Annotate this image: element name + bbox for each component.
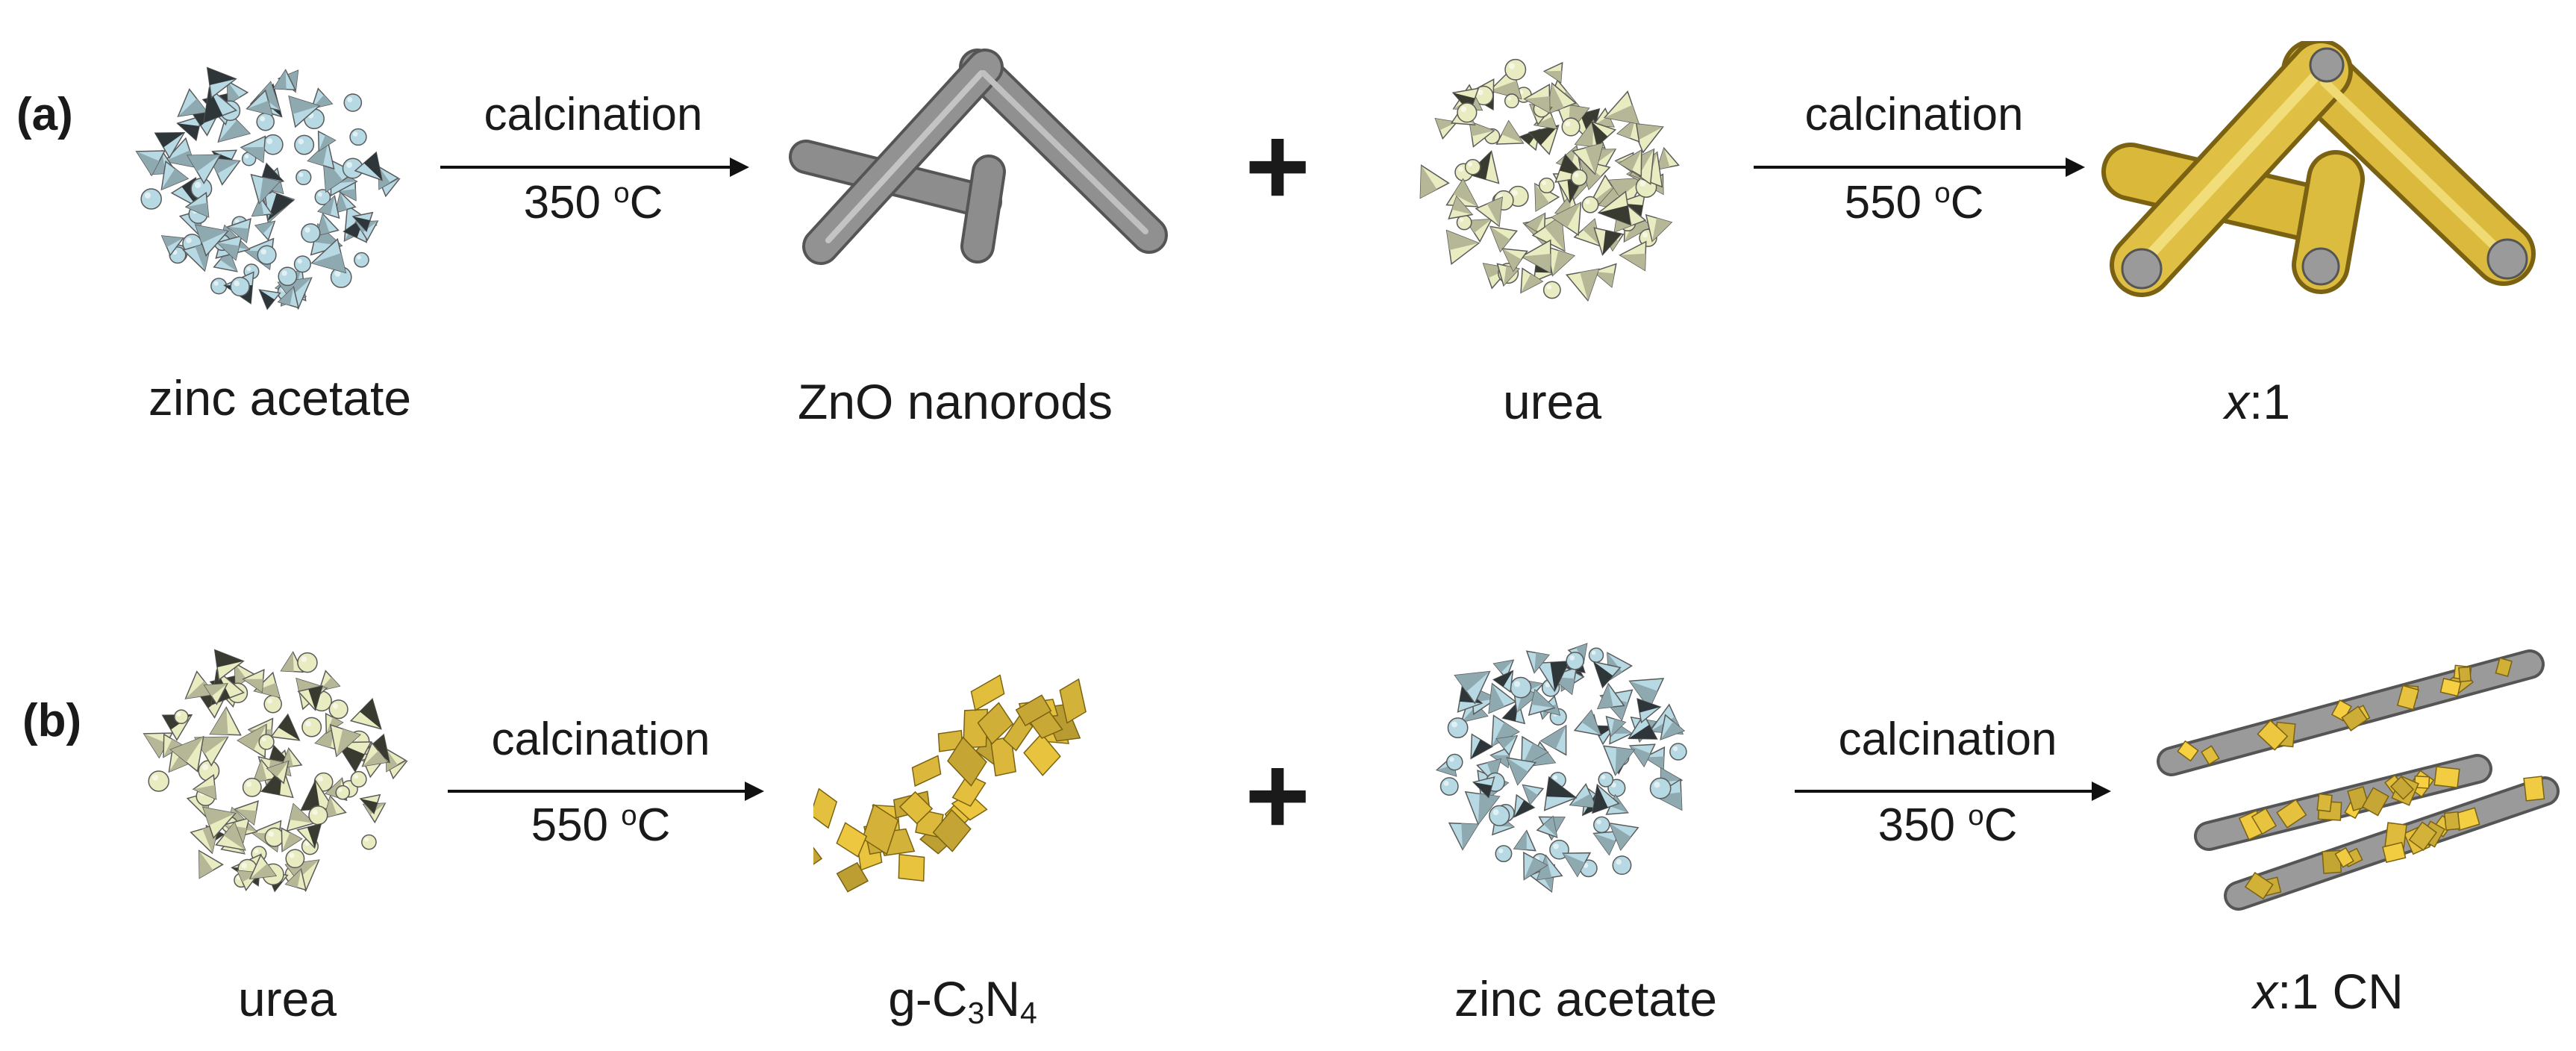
zno-nanorods-illustration — [789, 49, 1168, 265]
reaction-arrow-b2 — [1795, 782, 2111, 801]
panel-b-label: (b) — [22, 695, 82, 746]
coated-nanorods-product-illustration — [2101, 41, 2536, 297]
product-a-caption: x:1 — [2224, 374, 2291, 429]
gcn-flakes-illustration — [813, 674, 1087, 893]
product-b-caption: x:1 CN — [2253, 964, 2404, 1019]
urea-particle-cluster — [1419, 58, 1680, 302]
zinc-acetate-particle-cluster — [135, 66, 401, 311]
reaction-arrow-b1 — [448, 782, 764, 801]
step-b2-temperature: 350 oC — [1878, 799, 2018, 851]
step-a2-process: calcination — [1804, 89, 2024, 140]
step-a1-process: calcination — [484, 89, 703, 140]
decorated-nanorods-product-illustration — [2157, 649, 2560, 911]
urea-caption-b: urea — [237, 971, 337, 1026]
urea-caption-a: urea — [1502, 374, 1602, 429]
plus-sign-b: + — [1245, 732, 1310, 858]
reaction-arrow-a1 — [440, 158, 749, 177]
step-a1-temperature: 350 oC — [523, 176, 663, 228]
step-a2-temperature: 550 oC — [1844, 176, 1984, 228]
plus-sign-a: + — [1245, 103, 1310, 228]
zinc-acetate-particle-cluster-b — [1435, 643, 1687, 893]
step-b1-temperature: 550 oC — [531, 799, 671, 851]
gcn-caption: g-C3N4 — [888, 971, 1037, 1031]
zno-nanorods-caption: ZnO nanorods — [798, 374, 1113, 429]
panel-a-label: (a) — [16, 89, 73, 140]
step-b1-process: calcination — [491, 714, 710, 765]
zinc-acetate-caption-a: zinc acetate — [148, 370, 412, 425]
urea-particle-cluster-b — [143, 649, 408, 893]
zinc-acetate-caption-b: zinc acetate — [1454, 971, 1718, 1026]
step-b2-process: calcination — [1838, 714, 2057, 765]
reaction-arrow-a2 — [1754, 158, 2085, 177]
